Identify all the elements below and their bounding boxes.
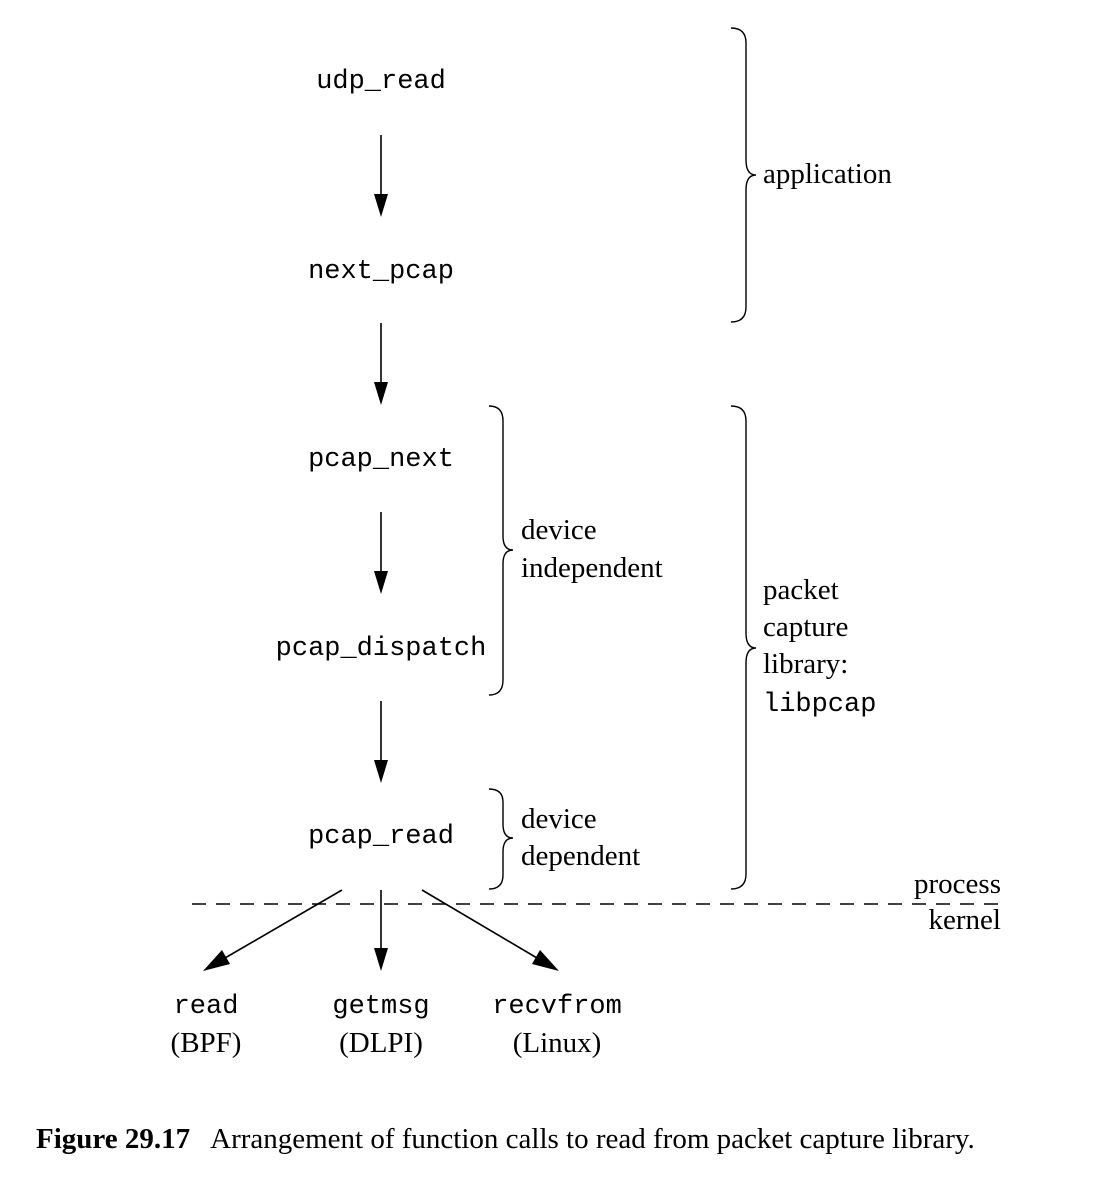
platform-bpf: (BPF)	[171, 1027, 242, 1059]
platform-dlpi: (DLPI)	[339, 1027, 423, 1059]
device-independent-label-line2: independent	[521, 552, 663, 584]
library-label-line2: capture	[763, 611, 848, 643]
kernel-label: kernel	[929, 904, 1001, 936]
device-dependent-label-line2: dependent	[521, 840, 640, 872]
library-name: libpcap	[763, 690, 876, 720]
node-recvfrom: recvfrom	[492, 992, 622, 1022]
arrow-pcap-next-to-pcap-dispatch	[374, 512, 388, 594]
application-brace	[730, 27, 757, 323]
arrow-next-pcap-to-pcap-next	[374, 323, 388, 405]
arrow-udp-read-to-next-pcap	[374, 135, 388, 217]
node-getmsg: getmsg	[332, 992, 429, 1022]
node-pcap-read: pcap_read	[308, 822, 454, 852]
device-independent-label-line1: device	[521, 514, 597, 546]
process-label: process	[914, 868, 1001, 900]
application-label: application	[763, 158, 892, 190]
library-label-line1: packet	[763, 574, 839, 606]
device-dependent-label-line1: device	[521, 803, 597, 835]
arrow-pcap-read-to-recvfrom	[421, 889, 559, 971]
figure-caption: Figure 29.17 Arrangement of function cal…	[36, 1123, 975, 1155]
library-label-line3: library:	[763, 648, 848, 680]
device-dependent-brace	[488, 788, 514, 890]
arrow-pcap-read-to-read	[203, 889, 343, 971]
library-brace	[730, 405, 757, 890]
platform-linux: (Linux)	[513, 1027, 602, 1059]
node-udp-read: udp_read	[316, 67, 446, 97]
node-pcap-dispatch: pcap_dispatch	[276, 634, 487, 664]
node-next-pcap: next_pcap	[308, 257, 454, 287]
arrow-pcap-dispatch-to-pcap-read	[374, 701, 388, 783]
node-pcap-next: pcap_next	[308, 445, 454, 475]
figure-caption-label: Figure 29.17	[36, 1123, 190, 1155]
figure-caption-text: Arrangement of function calls to read fr…	[210, 1123, 975, 1155]
node-read: read	[174, 992, 239, 1022]
arrow-pcap-read-to-getmsg	[374, 890, 388, 971]
device-independent-brace	[488, 405, 514, 696]
